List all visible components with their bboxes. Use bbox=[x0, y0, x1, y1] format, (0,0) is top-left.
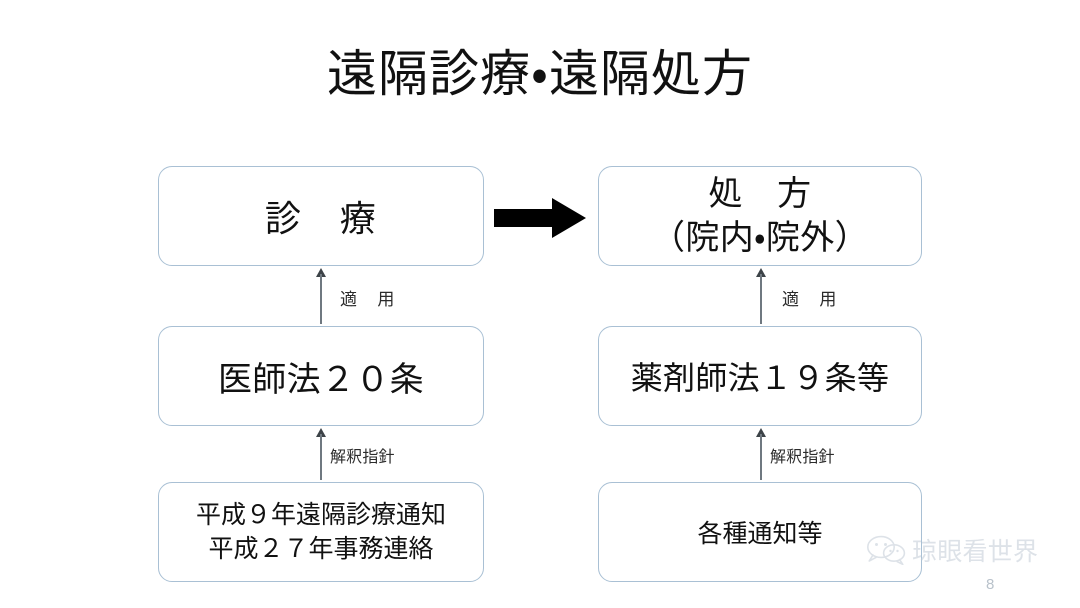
arrowhead-up-icon bbox=[316, 428, 326, 437]
node-label: 各種通知等 bbox=[697, 520, 823, 548]
arrowhead-up-icon bbox=[756, 268, 766, 277]
node-telemedicine-notices: 平成９年遠隔診療通知 平成２７年事務連絡 bbox=[158, 482, 484, 582]
connector-kakushu-to-yakuzaishi bbox=[754, 428, 768, 480]
node-pharmacists-act-article-19: 薬剤師法１９条等 bbox=[598, 326, 922, 426]
node-physicians-act-article-20: 医師法２０条 bbox=[158, 326, 484, 426]
connector-stem bbox=[760, 434, 762, 480]
connector-ishihou-to-shinryo bbox=[314, 268, 328, 324]
connector-stem bbox=[760, 274, 762, 324]
node-various-notices: 各種通知等 bbox=[598, 482, 922, 582]
connector-label-kaishaku-left: 解釈指針 bbox=[330, 449, 395, 466]
node-label: 薬剤師法１９条等 bbox=[630, 360, 890, 396]
page-number: 8 bbox=[986, 576, 995, 593]
connector-yakuzaishi-to-shohou bbox=[754, 268, 768, 324]
node-prescription: 処 方 （院内・院外） bbox=[598, 166, 922, 266]
watermark-text: 琼眼看世界 bbox=[912, 538, 1039, 566]
node-label: 平成９年遠隔診療通知 平成２７年事務連絡 bbox=[195, 501, 446, 563]
connector-stem bbox=[320, 434, 322, 480]
node-label: 処 方 （院内・院外） bbox=[651, 174, 869, 257]
connector-stem bbox=[320, 274, 322, 324]
arrowhead-up-icon bbox=[756, 428, 766, 437]
node-label: 診 療 bbox=[264, 198, 378, 239]
arrowhead-up-icon bbox=[316, 268, 326, 277]
page-title: 遠隔診療・遠隔処方 bbox=[327, 46, 753, 102]
node-label: 医師法２０条 bbox=[217, 360, 425, 399]
consultation-to-prescription-arrow bbox=[494, 198, 586, 238]
connector-label-kaishaku-right: 解釈指針 bbox=[770, 449, 835, 466]
node-medical-consultation: 診 療 bbox=[158, 166, 484, 266]
connector-label-tekiyou-right: 適 用 bbox=[782, 290, 839, 309]
connector-tsuuchi-to-ishihou bbox=[314, 428, 328, 480]
connector-label-tekiyou-left: 適 用 bbox=[340, 290, 397, 309]
